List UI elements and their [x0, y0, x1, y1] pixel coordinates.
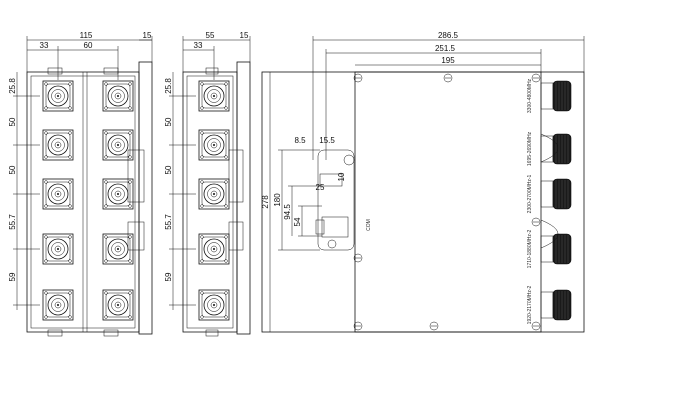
dim-offset-left: 33 [40, 41, 49, 50]
side-view: COM 286.5 251.5 195 8.5 15.5 25 10 278 1… [261, 31, 585, 333]
side-dim-small-a: 8.5 [294, 136, 306, 145]
side-dim-small-c: 25 [316, 183, 325, 192]
dim-width-total: 115 [80, 31, 93, 40]
connector-icon [198, 233, 230, 265]
connector-icon [198, 289, 230, 321]
middle-dim-depth: 15 [240, 31, 249, 40]
screw-icon [443, 73, 453, 83]
dim-row-pitch-3: 50 [8, 165, 17, 174]
connector-icon [42, 289, 74, 321]
middle-dim-row-pitch-2: 50 [164, 117, 173, 126]
mount-tab [47, 329, 63, 337]
port-label: 3300-4800MHz [527, 78, 533, 113]
side-connector-icon [540, 178, 572, 210]
dim-row-pitch-5: 59 [8, 272, 17, 281]
side-dim-overall-length: 286.5 [438, 31, 459, 40]
com-bracket [317, 149, 355, 251]
connector-icon [42, 129, 74, 161]
mount-tab [205, 329, 219, 337]
port-label: 1695-2690MHz [527, 131, 533, 166]
dim-row-pitch-2: 50 [8, 117, 17, 126]
middle-dim-row-pitch-1: 25.8 [164, 78, 173, 94]
screw-icon [353, 321, 363, 331]
mount-tab [103, 329, 119, 337]
screw-icon [353, 73, 363, 83]
connector-icon [198, 80, 230, 112]
screw-icon [531, 321, 541, 331]
dim-depth: 15 [143, 31, 152, 40]
dim-spacing: 60 [84, 41, 93, 50]
middle-dim-width-total: 55 [206, 31, 215, 40]
dim-row-pitch-4: 55.7 [8, 214, 17, 230]
screw-icon [429, 321, 439, 331]
connector-icon [102, 233, 134, 265]
screw-icon [353, 253, 363, 263]
front-view-flange [138, 61, 153, 335]
com-connector [321, 216, 349, 238]
connector-icon [102, 129, 134, 161]
mount-tab [103, 67, 119, 75]
middle-dim-row-pitch-4: 55.7 [164, 214, 173, 230]
side-connector-icon [540, 80, 572, 112]
side-dim-small-d: 10 [337, 172, 346, 181]
side-dim-height-3: 94.5 [283, 204, 292, 220]
side-view-envelope [261, 71, 585, 333]
side-view-body [354, 71, 542, 333]
connector-icon [102, 178, 134, 210]
mount-tab [47, 67, 63, 75]
connector-icon [42, 233, 74, 265]
screw-icon [531, 73, 541, 83]
connector-icon [42, 178, 74, 210]
side-connector-icon [540, 133, 572, 165]
dim-row-pitch-1: 25.8 [8, 78, 17, 94]
connector-icon [42, 80, 74, 112]
side-dim-height-4: 54 [293, 217, 302, 226]
mount-tab [205, 67, 219, 75]
middle-dim-row-pitch-3: 50 [164, 165, 173, 174]
port-label: 2300-2700MHz-1 [527, 174, 533, 213]
screw-icon [531, 217, 541, 227]
side-dim-length-2: 251.5 [435, 44, 456, 53]
side-connector-icon [540, 289, 572, 321]
side-dim-small-b: 15.5 [319, 136, 335, 145]
side-connector-icon [540, 233, 572, 265]
side-dim-height-total: 278 [261, 195, 270, 209]
side-dim-length-3: 195 [441, 56, 455, 65]
connector-icon [102, 289, 134, 321]
front-view: 115 33 60 15 25.8 50 50 55.7 59 [8, 31, 153, 337]
middle-dim-offset-left: 33 [194, 41, 203, 50]
middle-dim-row-pitch-5: 59 [164, 272, 173, 281]
middle-view: 55 33 15 25.8 50 50 55.7 59 [164, 31, 251, 337]
port-label: 1920-2170MHz-2 [527, 285, 533, 324]
connector-icon [102, 80, 134, 112]
com-label: COM [366, 219, 372, 231]
side-dim-height-2: 180 [273, 193, 282, 207]
port-label: 1710-1880MHz-2 [527, 229, 533, 268]
connector-icon [198, 178, 230, 210]
connector-icon [198, 129, 230, 161]
middle-view-flange [236, 61, 251, 335]
